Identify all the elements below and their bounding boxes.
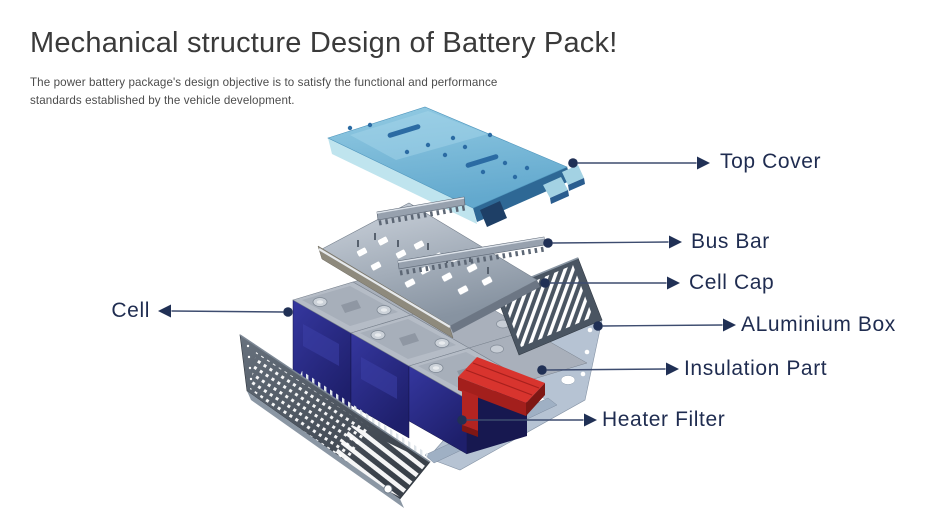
anchor-dot bbox=[540, 278, 550, 288]
vent-chevrons bbox=[330, 425, 428, 497]
leader-lines bbox=[158, 156, 736, 427]
arrowhead bbox=[723, 318, 736, 332]
arrowhead bbox=[584, 413, 597, 427]
page-subtitle: The power battery package's design objec… bbox=[30, 75, 498, 108]
title-regular: Mechanical structure bbox=[30, 27, 302, 59]
vented-front-panel-3d bbox=[239, 334, 431, 508]
leader-cell-cap bbox=[540, 276, 680, 290]
anchor-dot bbox=[537, 365, 547, 375]
label-heater-filter: Heater Filter bbox=[602, 408, 726, 431]
cap-terminal-holes bbox=[356, 236, 493, 295]
cell-cap-3d bbox=[317, 202, 540, 339]
arrowhead bbox=[669, 235, 682, 249]
cover-slots bbox=[387, 124, 499, 168]
page-title: Mechanical structure Design of Battery P… bbox=[30, 27, 630, 60]
leader-aluminium-box bbox=[593, 318, 736, 332]
anchor-dot bbox=[283, 307, 293, 317]
leader-heater-filter bbox=[457, 413, 597, 427]
label-cell-cap: Cell Cap bbox=[689, 271, 775, 294]
anchor-dot bbox=[593, 321, 603, 331]
header: Mechanical structure Design of Battery P… bbox=[30, 27, 630, 111]
cover-screw-holes bbox=[347, 122, 530, 180]
label-insulation-part: Insulation Part bbox=[684, 357, 828, 380]
leader-top-cover bbox=[568, 156, 710, 170]
arrowhead bbox=[697, 156, 710, 170]
bus-bar-3d bbox=[376, 196, 546, 276]
leader-bus-bar bbox=[543, 235, 682, 249]
label-cell: Cell bbox=[111, 299, 150, 322]
label-bus-bar: Bus Bar bbox=[691, 230, 770, 253]
anchor-dot bbox=[568, 158, 578, 168]
leader-cell bbox=[158, 304, 293, 318]
anchor-dot bbox=[457, 415, 467, 425]
anchor-dot bbox=[543, 238, 553, 248]
heater-3d bbox=[458, 357, 545, 437]
arrowhead bbox=[158, 304, 171, 318]
vent-dot-grid bbox=[250, 352, 372, 464]
label-aluminium-box: ALuminium Box bbox=[741, 313, 896, 336]
arrowhead bbox=[667, 276, 680, 290]
arrowhead bbox=[666, 362, 679, 376]
leader-insulation-part bbox=[537, 362, 679, 376]
panel-rivet-holes bbox=[246, 344, 253, 381]
cell-unit bbox=[350, 314, 470, 439]
label-top-cover: Top Cover bbox=[720, 150, 822, 173]
title-emphasis: Design of Battery Pack! bbox=[309, 27, 618, 59]
